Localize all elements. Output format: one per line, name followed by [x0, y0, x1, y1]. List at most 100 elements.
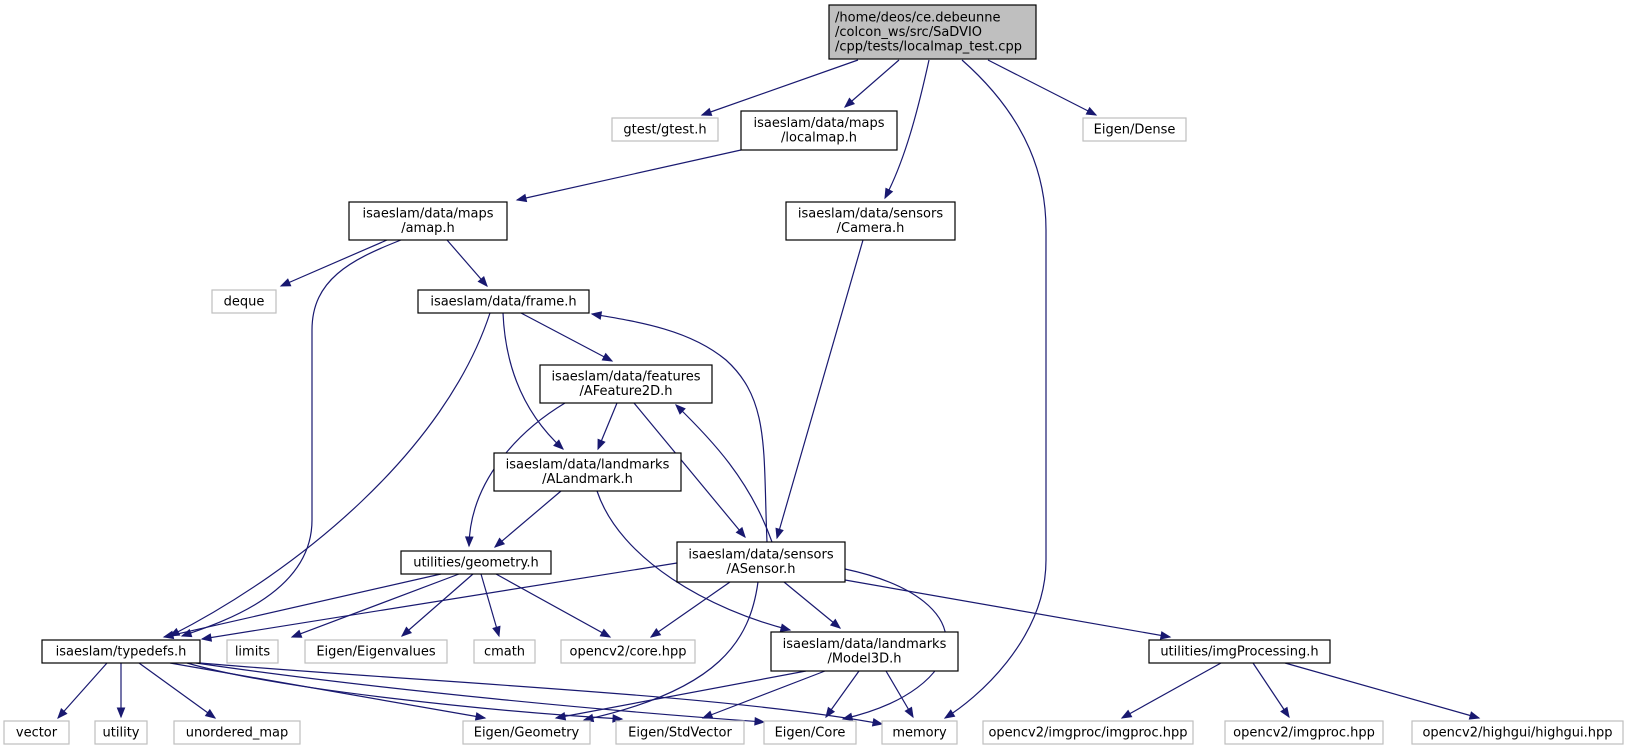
- arrowhead: [1159, 631, 1172, 640]
- edge-line: [1121, 662, 1222, 719]
- node-alandmark[interactable]: isaeslam/data/landmarks/ALandmark.h: [493, 452, 682, 492]
- arrowhead: [204, 708, 217, 719]
- node-geometry[interactable]: utilities/geometry.h: [400, 550, 552, 575]
- node-eigen-core[interactable]: Eigen/Core: [763, 720, 857, 745]
- arrowhead: [279, 278, 292, 287]
- arrowhead: [700, 107, 713, 116]
- node-box: [785, 201, 956, 241]
- node-root[interactable]: /home/deos/ce.debeunne/colcon_ws/src/SaD…: [828, 4, 1037, 60]
- edge-geometry-to-core_hpp: [495, 573, 612, 638]
- node-asensor[interactable]: isaeslam/data/sensors/ASensor.h: [676, 541, 846, 583]
- arrowhead: [599, 628, 612, 638]
- node-camera[interactable]: isaeslam/data/sensors/Camera.h: [785, 201, 956, 241]
- node-model3d[interactable]: isaeslam/data/landmarks/Model3D.h: [770, 631, 959, 672]
- node-eigen-geometry[interactable]: Eigen/Geometry: [462, 720, 591, 745]
- node-label-line: /ASensor.h: [726, 562, 795, 577]
- arrowhead: [400, 626, 413, 637]
- edge-line: [446, 239, 488, 287]
- node-box: [94, 720, 148, 745]
- node-box: [226, 639, 279, 664]
- edge-line: [520, 312, 613, 362]
- node-imgproc-imgproc[interactable]: opencv2/imgproc/imgproc.hpp: [982, 720, 1194, 745]
- arrowhead: [290, 629, 303, 638]
- arrowhead: [477, 275, 488, 288]
- edge-geometry-to-cmath: [480, 573, 501, 638]
- node-memory[interactable]: memory: [881, 720, 958, 745]
- node-afeature[interactable]: isaeslam/data/features/AFeature2D.h: [539, 364, 713, 404]
- edge-line: [1284, 662, 1480, 719]
- node-imgproc[interactable]: opencv2/imgproc.hpp: [1224, 720, 1384, 745]
- nodes-layer: /home/deos/ce.debeunne/colcon_ws/src/SaD…: [3, 4, 1624, 745]
- edge-line: [675, 404, 773, 543]
- edge-amap-to-deque: [279, 239, 388, 287]
- arrowhead: [825, 706, 836, 719]
- edge-amap-to-frame: [446, 239, 488, 288]
- node-label-line: isaeslam/data/maps: [753, 116, 884, 131]
- node-label-line: opencv2/imgproc.hpp: [1233, 725, 1375, 740]
- node-eigen-stdvector[interactable]: Eigen/StdVector: [615, 720, 745, 745]
- node-label-line: gtest/gtest.h: [623, 122, 706, 137]
- edge-line: [583, 581, 759, 721]
- edge-imgprocessing-to-imgproc_imgproc: [1120, 662, 1222, 719]
- edge-line: [480, 573, 500, 637]
- edge-frame-to-alandmark: [502, 312, 564, 450]
- node-label-line: Eigen/Geometry: [474, 725, 580, 740]
- arrowhead: [590, 311, 603, 320]
- edge-typedefs-to-eigen_stdvector: [186, 662, 624, 723]
- node-limits[interactable]: limits: [226, 639, 279, 664]
- node-highgui[interactable]: opencv2/highgui/highgui.hpp: [1411, 720, 1624, 745]
- node-frame[interactable]: isaeslam/data/frame.h: [417, 289, 590, 314]
- node-unordered-map[interactable]: unordered_map: [173, 720, 301, 745]
- node-core-hpp[interactable]: opencv2/core.hpp: [560, 639, 696, 664]
- arrowhead: [464, 536, 474, 548]
- node-label-line: isaeslam/data/landmarks: [506, 458, 670, 473]
- edge-asensor-to-model3d: [783, 581, 842, 629]
- arrowhead: [1468, 711, 1481, 720]
- node-label-line: /home/deos/ce.debeunne: [835, 10, 1000, 25]
- node-typedefs[interactable]: isaeslam/typedefs.h: [41, 639, 201, 664]
- node-label-line: utility: [103, 725, 140, 740]
- arrowhead: [553, 439, 564, 450]
- edge-alandmark-to-model3d: [596, 490, 792, 632]
- node-label-line: utilities/imgProcessing.h: [1160, 644, 1318, 659]
- node-vector[interactable]: vector: [3, 720, 70, 745]
- node-imgprocessing[interactable]: utilities/imgProcessing.h: [1148, 639, 1331, 664]
- edge-line: [701, 59, 859, 116]
- node-box: [3, 720, 70, 745]
- node-label-line: Eigen/Eigenvalues: [316, 644, 436, 659]
- edge-line: [502, 312, 564, 450]
- node-label-line: /localmap.h: [781, 131, 857, 146]
- node-box: [1148, 639, 1331, 664]
- node-box: [417, 289, 590, 314]
- node-eigenvalues[interactable]: Eigen/Eigenvalues: [304, 639, 448, 664]
- node-box: [493, 452, 682, 492]
- node-label-line: opencv2/core.hpp: [570, 644, 687, 659]
- arrowhead: [601, 352, 614, 362]
- node-utility[interactable]: utility: [94, 720, 148, 745]
- node-box: [740, 110, 898, 151]
- edge-localmap-to-amap: [515, 149, 742, 203]
- arrowhead: [57, 708, 68, 720]
- edge-line: [516, 149, 742, 201]
- node-amap[interactable]: isaeslam/data/maps/amap.h: [348, 201, 508, 241]
- arrowhead: [554, 711, 567, 721]
- node-eigen-dense[interactable]: Eigen/Dense: [1082, 117, 1187, 142]
- node-deque[interactable]: deque: [211, 289, 277, 314]
- node-label-line: isaeslam/data/landmarks: [783, 637, 947, 652]
- edge-line: [163, 573, 442, 638]
- edge-asensor-to-typedefs: [200, 562, 678, 642]
- node-label-line: isaeslam/data/sensors: [798, 207, 943, 222]
- arrowhead: [1120, 709, 1133, 719]
- node-gtest[interactable]: gtest/gtest.h: [611, 117, 719, 142]
- node-box: [1082, 117, 1187, 142]
- node-label-line: isaeslam/data/features: [551, 370, 700, 385]
- node-label-line: utilities/geometry.h: [413, 555, 539, 570]
- node-label-line: opencv2/highgui/highgui.hpp: [1422, 725, 1612, 740]
- node-cmath[interactable]: cmath: [473, 639, 536, 664]
- arrowhead: [116, 707, 126, 719]
- node-localmap[interactable]: isaeslam/data/maps/localmap.h: [740, 110, 898, 151]
- edge-line: [702, 670, 826, 719]
- node-label-line: cmath: [484, 644, 525, 659]
- node-box: [611, 117, 719, 142]
